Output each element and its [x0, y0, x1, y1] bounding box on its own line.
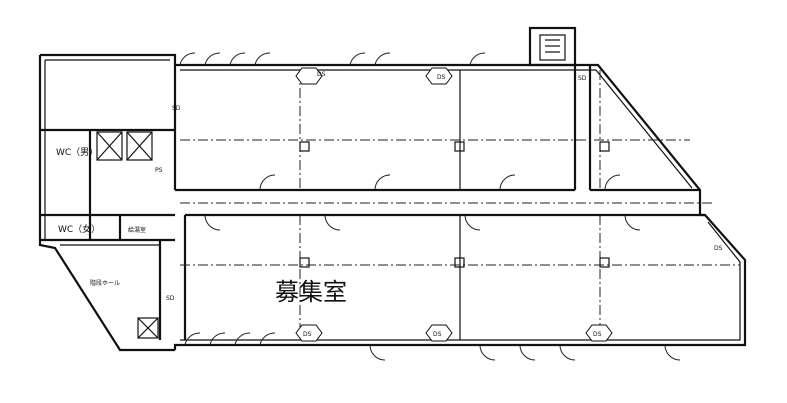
stair-tower: [528, 26, 577, 67]
ds-label-3: DS: [303, 331, 312, 338]
sd-label-upper: SD: [172, 105, 181, 112]
room-label-main: 募集室: [275, 278, 347, 306]
ds-label-2: DS: [437, 74, 446, 81]
room-label-stair-hall: 階段ホール: [90, 279, 120, 287]
ds-label-4: DS: [433, 331, 442, 338]
ds-label-6: DS: [714, 245, 723, 252]
ds-label-1: DS: [317, 71, 326, 78]
ds-label-5: DS: [593, 331, 602, 338]
columns: [295, 67, 613, 342]
left-core: [40, 128, 175, 340]
sd-label-right: SD: [578, 75, 587, 82]
sd-label: SD: [166, 295, 175, 302]
ps-label: PS: [155, 167, 163, 174]
room-label-kitchenette: 給湯室: [128, 226, 146, 234]
room-label-wc-men: WC（男）: [56, 147, 98, 158]
room-label-wc-women: WC（女）: [58, 223, 100, 235]
partitions: [173, 65, 740, 340]
doors: [179, 52, 681, 361]
fixtures: [299, 141, 610, 268]
corridor: [175, 188, 715, 217]
